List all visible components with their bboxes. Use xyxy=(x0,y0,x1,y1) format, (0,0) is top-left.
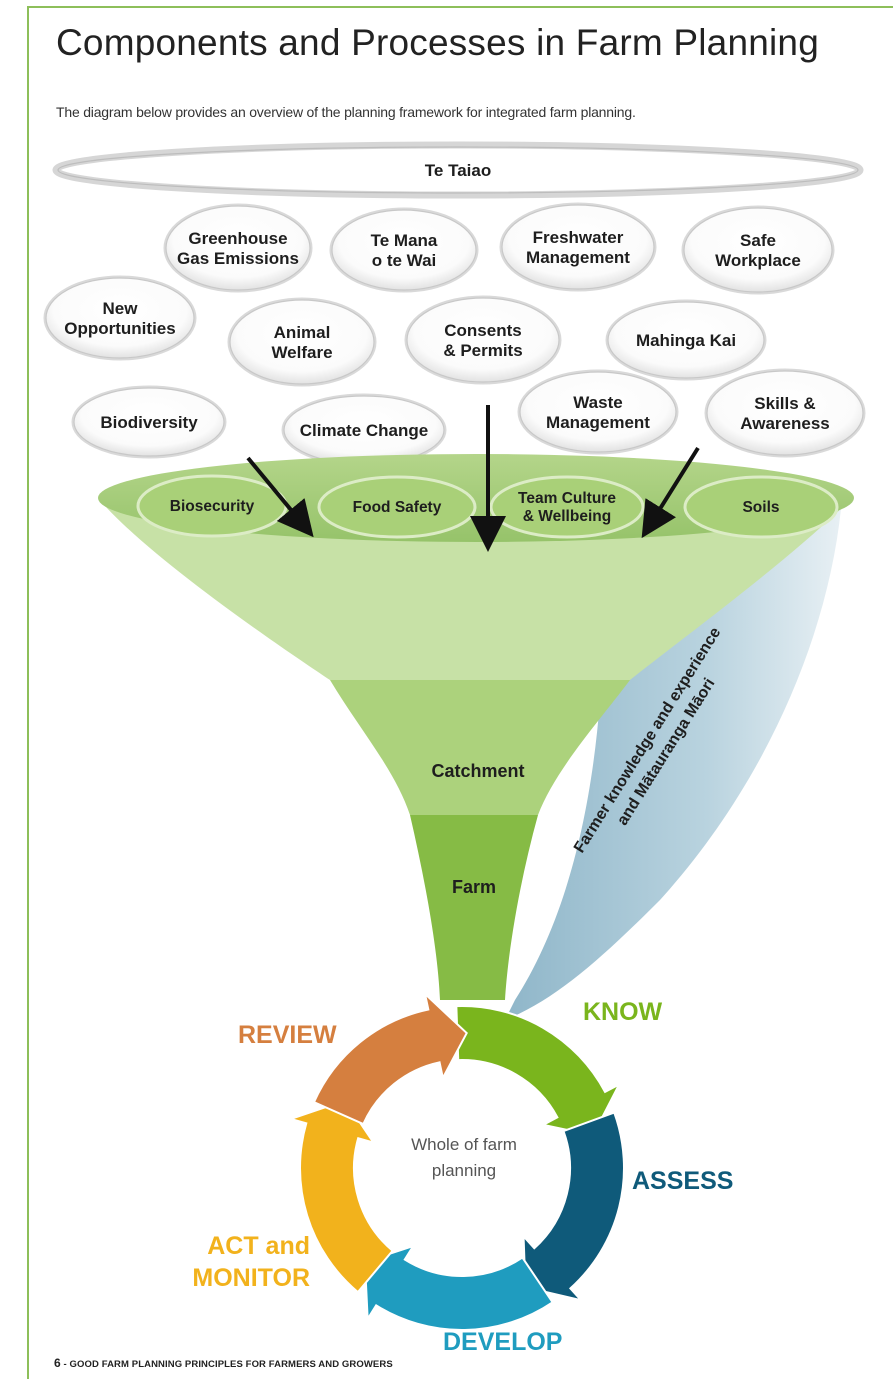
component-skills-awareness: Skills &Awareness xyxy=(704,368,866,458)
component-label: Climate Change xyxy=(300,421,428,440)
component-label: Biodiversity xyxy=(100,413,198,432)
te-taiao-label: Te Taiao xyxy=(425,161,491,180)
cycle-arrow-act xyxy=(287,1099,394,1294)
component-label: Gas Emissions xyxy=(177,249,299,268)
component-label: Awareness xyxy=(740,414,829,433)
component-label: Management xyxy=(546,413,650,432)
component-label: Waste xyxy=(573,393,622,412)
cycle-arrow-know xyxy=(455,1005,622,1137)
component-label: Safe xyxy=(740,231,776,250)
page-title: Components and Processes in Farm Plannin… xyxy=(56,22,819,63)
component-label: Welfare xyxy=(271,343,332,362)
component-biodiversity: Biodiversity xyxy=(71,385,227,459)
component-label: Skills & xyxy=(754,394,815,413)
page-border-left xyxy=(27,6,29,1379)
stage-act-label-line-2: MONITOR xyxy=(192,1264,310,1292)
component-label: Workplace xyxy=(715,251,801,270)
component-consents-permits: Consents& Permits xyxy=(404,295,562,385)
cycle-arrow-review xyxy=(312,990,468,1126)
rim-item-label: Food Safety xyxy=(353,499,442,516)
component-mahinga-kai: Mahinga Kai xyxy=(605,299,767,381)
cycle-arrow-develop xyxy=(363,1244,554,1331)
component-label: o te Wai xyxy=(372,251,437,270)
page-footer: 6 - GOOD FARM PLANNING PRINCIPLES FOR FA… xyxy=(54,1356,393,1370)
funnel-top-section xyxy=(98,498,852,680)
rim-item-biosecurity: Biosecurity xyxy=(136,474,288,538)
rim-item-label: Team Culture xyxy=(518,490,616,507)
component-label: Animal xyxy=(274,323,331,342)
component-label: & Permits xyxy=(443,341,522,360)
cycle-center-line-2: planning xyxy=(432,1161,496,1180)
cycle-center-label: Whole of farm planning xyxy=(411,1135,517,1180)
rim-item-food-safety: Food Safety xyxy=(317,475,477,539)
cycle-arrow-assess xyxy=(522,1111,625,1302)
arrow-left xyxy=(246,456,314,538)
component-label: New xyxy=(103,299,139,318)
footer-text: GOOD FARM PLANNING PRINCIPLES FOR FARMER… xyxy=(69,1359,393,1370)
catchment-label: Catchment xyxy=(431,761,524,781)
funnel-bottom-section xyxy=(410,815,538,1000)
te-taiao-ring: Te Taiao xyxy=(52,141,864,199)
stage-develop-label: DEVELOP xyxy=(443,1328,562,1356)
arrow-right xyxy=(641,446,700,539)
page-number: 6 xyxy=(54,1356,61,1370)
planning-cycle xyxy=(287,990,625,1331)
stage-review-label: REVIEW xyxy=(238,1021,337,1049)
knowledge-band xyxy=(505,498,842,1020)
stage-assess-label: ASSESS xyxy=(632,1167,733,1195)
component-label: Freshwater xyxy=(533,228,624,247)
cycle-center-line-1: Whole of farm xyxy=(411,1135,517,1154)
rim-item-label: Biosecurity xyxy=(170,498,255,515)
stage-act-label-line-1: ACT and xyxy=(207,1232,310,1260)
component-label: Mahinga Kai xyxy=(636,331,736,350)
component-label: Opportunities xyxy=(64,319,175,338)
rim-item-label: Soils xyxy=(742,499,779,516)
funnel-middle-section xyxy=(330,680,630,815)
funnel-arrows xyxy=(246,405,700,552)
rim-item-label: & Wellbeing xyxy=(523,508,611,525)
rim-item-team-culture-wellbeing: Team Culture& Wellbeing xyxy=(489,475,645,539)
rim-item-soils: Soils xyxy=(683,475,839,539)
stage-know-label: KNOW xyxy=(583,998,663,1026)
component-label: Management xyxy=(526,248,630,267)
footer-separator: - xyxy=(63,1359,70,1370)
page-subtitle: The diagram below provides an overview o… xyxy=(56,104,636,120)
page-border-top xyxy=(27,6,893,8)
component-label: Greenhouse xyxy=(188,229,287,248)
farm-label: Farm xyxy=(452,877,496,897)
component-label: Te Mana xyxy=(371,231,438,250)
component-label: Consents xyxy=(444,321,521,340)
